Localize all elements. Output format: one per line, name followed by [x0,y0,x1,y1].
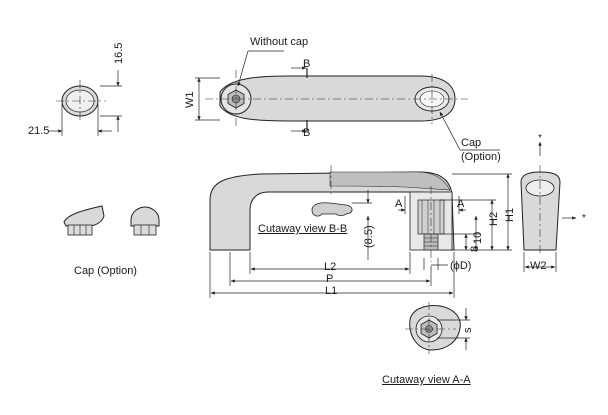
label-h1: H1 [504,207,516,222]
cap-side-views [63,205,160,236]
handle-side-view [520,141,577,272]
cap-side-profile [63,205,105,227]
label-l1: L1 [325,285,338,297]
label-section-b-bottom: B [303,127,311,139]
handle-top-body [219,75,456,122]
label-cutaway-aa: Cutaway view A-A [382,374,471,386]
label-asterisk-right: * [582,213,586,224]
cutaway-aa-view [405,302,470,354]
cap-top-view [48,70,122,136]
label-w1: W1 [184,91,196,109]
cutaway-bb-profile [311,202,353,217]
label-l2: L2 [324,261,337,273]
label-cutaway-bb: Cutaway view B-B [258,223,348,235]
label-asterisk-top: * [538,133,542,144]
label-dim-10: 10 [472,231,484,244]
label-dim-21-5: 21.5 [28,125,50,137]
cap-front-profile [130,206,160,227]
handle-front-view [209,165,512,298]
label-dim-8-5: (8.5) [363,225,375,248]
label-w2: W2 [530,260,547,272]
label-phi-d: (ϕD) [450,260,472,272]
label-cap-option: Cap (Option) [74,265,137,277]
label-s: s [462,327,474,334]
label-cap: Cap [461,137,482,149]
label-section-b-top: B [303,58,311,70]
label-section-a-right: A [457,198,465,210]
label-dim-16-5: 16.5 [113,42,125,64]
label-h2: H2 [488,211,500,226]
label-cap-option-paren: (Option) [461,151,501,163]
label-p: P [326,273,334,285]
label-without-cap: Without cap [250,36,309,48]
handle-top-view [195,50,500,151]
label-section-a-left: A [395,198,403,210]
label-dim-8: 8 [469,245,481,252]
